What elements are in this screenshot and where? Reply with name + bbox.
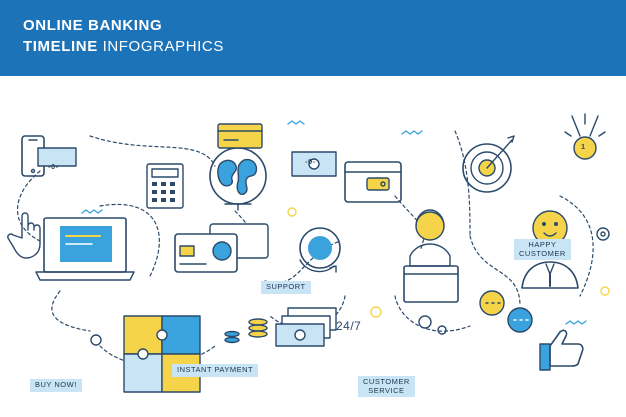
- page-subtitle: TIMELINE INFOGRAPHICS: [23, 38, 224, 55]
- coins-icon: [224, 318, 268, 344]
- hours-label: 24/7: [336, 319, 362, 333]
- subtitle-part1: TIMELINE: [23, 38, 98, 55]
- buy-now-label[interactable]: BUY NOW!: [30, 379, 82, 392]
- decorative-squiggles: [81, 120, 587, 325]
- header-banner: ONLINE BANKING TIMELINE INFOGRAPHICS: [0, 0, 626, 76]
- subtitle-part2: INFOGRAPHICS: [102, 38, 224, 55]
- thumbs-up-icon: [539, 329, 584, 371]
- infographic-scene: -0- -0- 1 SUPPORT HAPPY CUSTOMER INSTANT…: [0, 76, 626, 417]
- customer-service-label: CUSTOMER SERVICE: [358, 376, 415, 398]
- gear-icon: [90, 227, 610, 346]
- decorative-dots: [287, 207, 610, 318]
- customer-service-line1: CUSTOMER: [363, 377, 410, 386]
- customer-service-line2: SERVICE: [368, 385, 405, 395]
- money-stack-icon: [275, 307, 337, 347]
- wallet-icon: [344, 161, 402, 203]
- happy-customer-line2: CUSTOMER: [519, 248, 566, 258]
- support-label: SUPPORT: [261, 281, 311, 294]
- smartphone-payment-icon: [21, 135, 77, 177]
- target-icon: [462, 135, 515, 193]
- instant-payment-label: INSTANT PAYMENT: [172, 364, 259, 377]
- credit-card-icon: [217, 123, 263, 149]
- calculator-icon: [146, 163, 184, 209]
- mobile-amount: -0-: [48, 162, 59, 171]
- support-agent-icon: [403, 209, 459, 303]
- puzzle-icon: [123, 315, 201, 393]
- award-medal-icon: [564, 113, 606, 160]
- badge-number: 1: [581, 142, 586, 151]
- globe-icon: [209, 147, 267, 211]
- laptop-icon: [35, 217, 135, 281]
- happy-customer-label: HAPPY CUSTOMER: [514, 239, 571, 261]
- happy-customer-icon: [521, 210, 579, 289]
- banknote-icon: [291, 151, 337, 177]
- hand-pointer-icon: [7, 212, 41, 259]
- clock-24-icon: [299, 227, 341, 273]
- chat-bubbles-icon: [479, 290, 533, 333]
- bank-card-icon: [174, 223, 269, 273]
- page-title: ONLINE BANKING: [23, 17, 163, 34]
- happy-customer-line1: HAPPY: [528, 240, 557, 249]
- cash-amount: -0-: [305, 157, 316, 166]
